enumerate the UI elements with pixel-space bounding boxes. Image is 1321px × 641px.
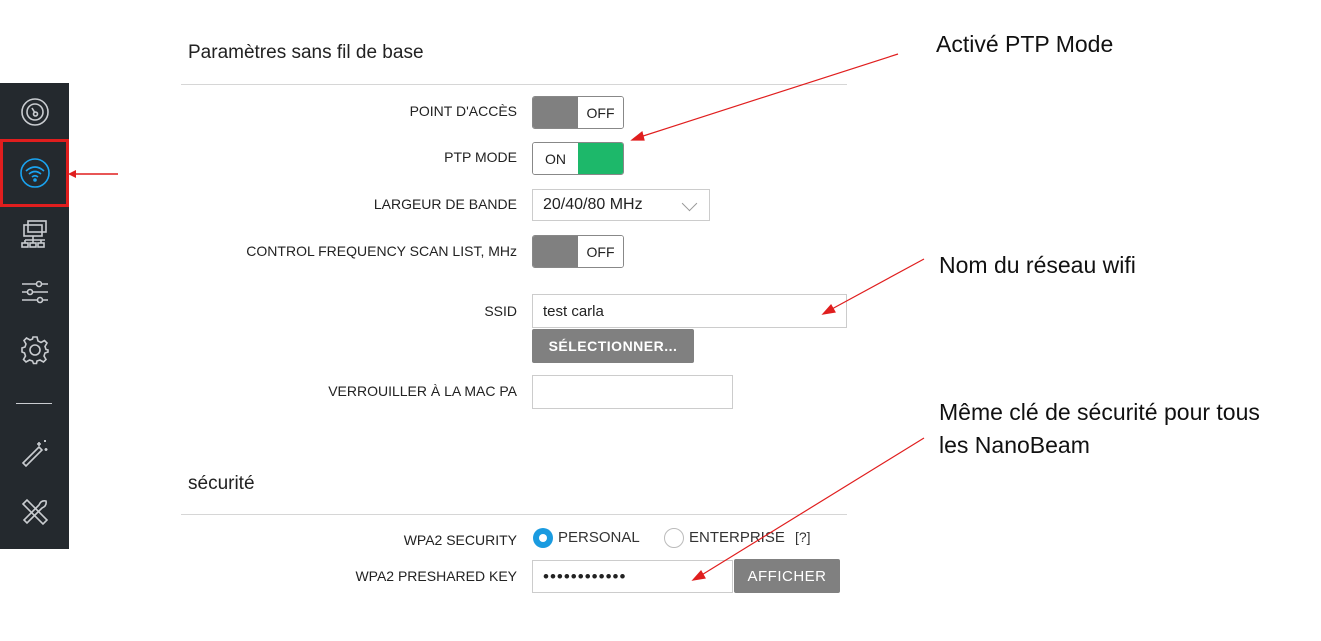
ssid-label: SSID [484, 303, 517, 319]
bandwidth-label: LARGEUR DE BANDE [373, 196, 517, 212]
bandwidth-select[interactable]: 20/40/80 MHz [532, 189, 710, 221]
network-icon [20, 220, 47, 248]
section-divider [181, 514, 847, 515]
nav-network[interactable] [0, 207, 69, 261]
nav-settings[interactable] [0, 323, 69, 377]
nav-tools[interactable] [0, 485, 69, 539]
arrowhead-ptp [630, 130, 645, 141]
radio-personal[interactable] [533, 528, 553, 548]
personal-label: PERSONAL [558, 529, 640, 546]
wireless-icon [19, 158, 50, 188]
nav-dashboard[interactable] [0, 85, 69, 139]
wpa2-security-label: WPA2 SECURITY [403, 532, 517, 548]
preshared-key-label: WPA2 PRESHARED KEY [355, 568, 517, 584]
sidebar [0, 83, 69, 549]
annotation-key-line2: les NanoBeam [939, 432, 1090, 458]
annotation-key-line1: Même clé de sécurité pour tous [939, 399, 1260, 425]
tools-icon [21, 498, 48, 526]
sidebar-pointer-arrow [68, 170, 118, 178]
dashboard-icon [20, 98, 49, 126]
radio-enterprise[interactable] [664, 528, 684, 548]
nav-wizard[interactable] [0, 427, 69, 481]
select-ssid-button[interactable]: SÉLECTIONNER... [532, 329, 694, 363]
section-divider [181, 84, 847, 85]
wizard-wand-icon [21, 440, 47, 468]
preshared-key-value: •••••••••••• [543, 566, 627, 586]
annotation-ptp: Activé PTP Mode [936, 31, 1114, 57]
ptp-mode-toggle[interactable]: ON [532, 142, 624, 175]
nav-sliders[interactable] [0, 265, 69, 319]
scan-list-toggle[interactable]: OFF [532, 235, 624, 268]
annotation-ssid: Nom du réseau wifi [939, 252, 1136, 278]
arrow-ptp [639, 53, 899, 138]
mac-lock-input[interactable] [532, 375, 733, 409]
help-link[interactable]: [?] [795, 529, 811, 545]
access-point-toggle[interactable]: OFF [532, 96, 624, 129]
access-point-label: POINT D'ACCÈS [409, 103, 517, 119]
basic-settings-title: Paramètres sans fil de base [188, 42, 424, 63]
show-key-button[interactable]: AFFICHER [734, 559, 840, 593]
arrow-key [699, 437, 925, 577]
enterprise-label: ENTERPRISE [689, 529, 785, 546]
scan-list-label: CONTROL FREQUENCY SCAN LIST, MHz [246, 243, 517, 259]
ptp-mode-state: ON [533, 143, 578, 174]
security-title: sécurité [188, 473, 255, 494]
scan-list-state: OFF [578, 236, 623, 267]
arrowhead-ssid [821, 303, 836, 315]
nav-wireless[interactable] [0, 139, 69, 207]
ssid-value: test carla [543, 302, 604, 320]
ssid-input[interactable]: test carla [532, 294, 847, 328]
access-point-state: OFF [578, 97, 623, 128]
ptp-mode-label: PTP MODE [444, 149, 517, 165]
gear-icon [20, 336, 49, 365]
sliders-icon [21, 280, 48, 304]
bandwidth-value: 20/40/80 MHz [543, 196, 643, 213]
mac-lock-label: VERROUILLER À LA MAC PA [328, 383, 517, 399]
nav-divider [16, 403, 52, 404]
arrow-ssid [829, 258, 925, 311]
arrowhead-key [691, 569, 706, 581]
